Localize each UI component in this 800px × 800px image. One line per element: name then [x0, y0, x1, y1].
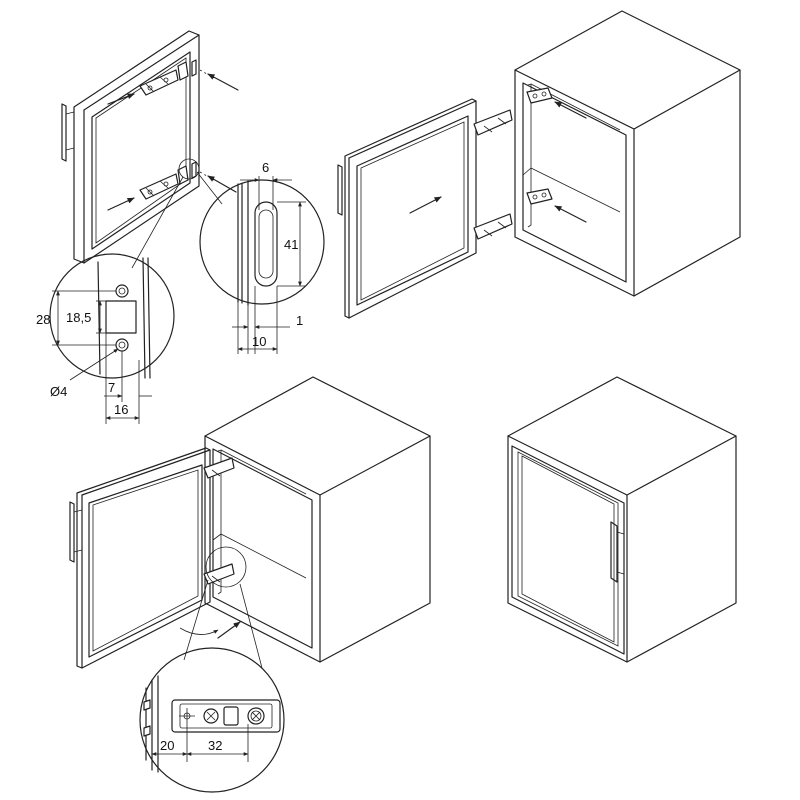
- dimension-slot-width: 6: [240, 160, 292, 210]
- dimension-recess-height: 18,5: [66, 300, 106, 334]
- hinge-slot: [254, 201, 278, 287]
- swing-arc: [179, 627, 219, 635]
- step1-door-hinge-mounting: [61, 30, 239, 269]
- step3-door-open-adjustment: [69, 376, 431, 669]
- direction-arrows: [107, 69, 239, 211]
- plate-mark-crosshair: [179, 708, 195, 724]
- callout-leader-bottom-left: [183, 579, 209, 661]
- cabinet-hinge-plates: [526, 87, 587, 223]
- open-door-hinges: [203, 457, 235, 585]
- detail-circle-a: [49, 253, 175, 379]
- screw-hole-top: [115, 284, 129, 298]
- plate-hole-spacing-label: 32: [208, 738, 222, 753]
- door-edge-slots: [191, 59, 197, 179]
- hinge-bottom: [139, 165, 189, 200]
- slot-edge-distance-label: 10: [252, 334, 266, 349]
- plate-screw-right: [247, 707, 265, 725]
- hinge-top: [139, 61, 189, 96]
- plate-adjust-slot: [223, 706, 239, 726]
- recess-depth-label: 16: [114, 402, 128, 417]
- door-panel: [337, 98, 477, 319]
- detail-hole-pattern: 28 18,5 Ø4 7 16: [36, 253, 175, 424]
- closed-door-handle: [610, 521, 625, 583]
- dimension-hole-edge-offset: 7: [104, 351, 152, 424]
- hole-edge-offset-label: 7: [108, 380, 115, 395]
- open-cabinet-body: [204, 376, 431, 663]
- slot-width-label: 6: [262, 160, 269, 175]
- dimension-plate-hole-spacing: 32: [186, 724, 249, 762]
- dimension-slot-height: 41: [277, 201, 306, 287]
- plate-edge-offset-label: 20: [160, 738, 174, 753]
- dimension-slot-edge-distance: 10: [237, 286, 278, 354]
- recess-height-label: 18,5: [66, 310, 91, 325]
- closed-door-front: [511, 445, 625, 655]
- detail-circle-b: [199, 179, 325, 305]
- door-hinge-arms: [473, 109, 513, 240]
- push-arrow: [217, 621, 241, 639]
- dimension-hole-diameter: Ø4: [50, 348, 119, 399]
- slot-height-label: 41: [284, 237, 298, 252]
- hinge-recess: [105, 300, 137, 334]
- dimension-slot-edge-offset: 1: [232, 286, 303, 354]
- dimension-hole-spacing: 28: [36, 290, 116, 346]
- hole-diameter-label: Ø4: [50, 384, 67, 399]
- dimension-plate-edge-offset: 20: [151, 724, 188, 762]
- door-handle: [61, 103, 75, 162]
- step4-closed-cabinet: [507, 376, 737, 663]
- plate-screw-left: [203, 708, 219, 724]
- callout-leader-left: [131, 176, 184, 269]
- detail-slot: 6 41 1 10: [199, 160, 325, 354]
- detail-mounting-plate: 20 32: [139, 647, 285, 793]
- hole-spacing-label: 28: [36, 312, 50, 327]
- callout-leader-bottom-right: [239, 583, 263, 669]
- step2-attach-door-to-cabinet: [337, 10, 741, 319]
- open-door: [69, 447, 211, 669]
- detail-callout-circle-bottom: [205, 546, 247, 588]
- cabinet-body: [514, 10, 741, 297]
- slot-edge-offset-label: 1: [296, 313, 303, 328]
- dimension-recess-depth: 16: [105, 333, 140, 424]
- detail-callout-circle-top: [178, 158, 200, 180]
- detail-circle-c: [139, 647, 285, 793]
